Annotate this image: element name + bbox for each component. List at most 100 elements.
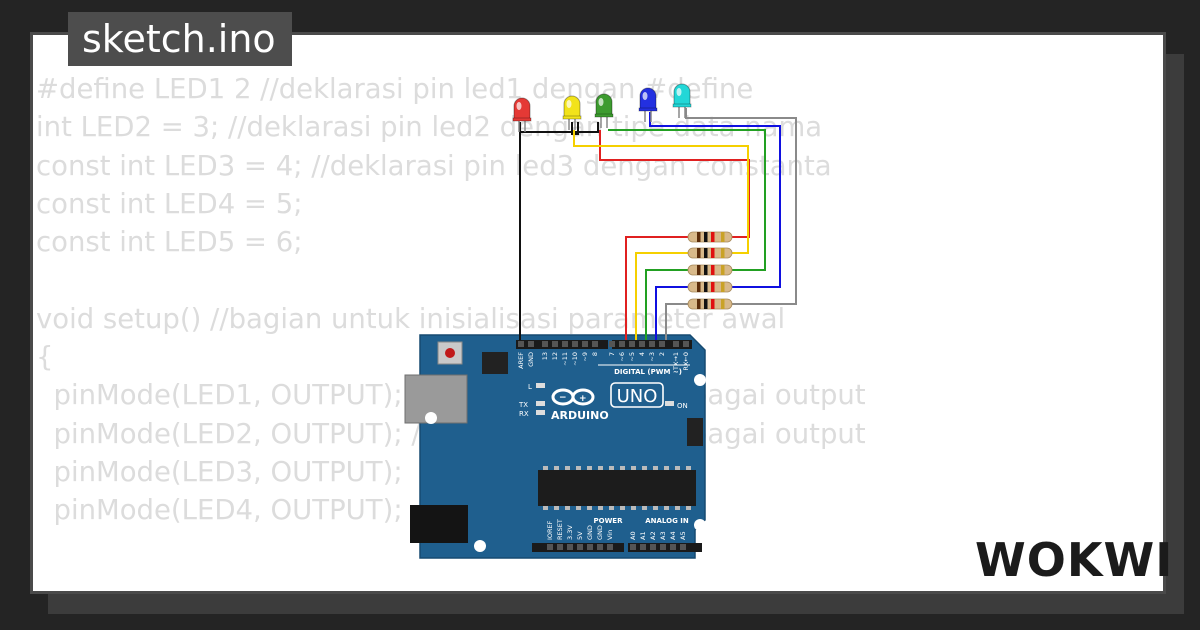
arduino-brand-text: ARDUINO [551,409,609,422]
pin-socket[interactable] [609,341,615,347]
chip-pin [609,506,614,510]
bottom-pin-label: A4 [669,531,677,540]
wire[interactable] [649,112,781,288]
pin-socket[interactable] [639,341,645,347]
tx-led [536,401,545,406]
chip-pin [631,506,636,510]
pin-socket[interactable] [518,341,524,347]
led-label-l: L [528,383,532,391]
resistor[interactable] [687,231,733,243]
led-label-tx: TX [518,401,528,409]
bottom-pin-label: GND [586,525,594,540]
wire[interactable] [635,252,690,340]
top-pin-label: ~6 [618,352,626,362]
power-led [665,401,674,406]
chip-pin [587,466,592,470]
pin-socket[interactable] [592,341,598,347]
pin-socket[interactable] [619,341,625,347]
wires [519,108,797,340]
bottom-pin-label: A2 [649,531,657,540]
chip-pin [653,466,658,470]
file-name-tab[interactable]: sketch.ino [68,12,292,66]
top-pin-label: 7 [608,352,616,356]
bottom-pin-label: A5 [679,531,687,540]
chip-pin [543,466,548,470]
digital-header-label: DIGITAL (PWM ~) [614,368,682,376]
chip-pin [609,466,614,470]
pin-socket[interactable] [649,341,655,347]
analog-header-label: ANALOG IN [645,517,689,525]
pin-socket[interactable] [562,341,568,347]
pin-socket[interactable] [670,544,676,550]
chip-pin [598,506,603,510]
resistor[interactable] [687,298,733,310]
bottom-pin-label: 5V [576,531,584,540]
icsp-header-right [687,418,703,446]
chip-pin [664,466,669,470]
top-pin-label: ~5 [628,352,636,362]
pin-socket[interactable] [552,341,558,347]
pin-socket[interactable] [659,341,665,347]
led-blue[interactable] [638,87,658,122]
pin-socket[interactable] [650,544,656,550]
svg-text:+: + [579,394,587,404]
wire[interactable] [685,108,797,305]
led-cyan[interactable] [672,83,692,118]
pin-socket[interactable] [542,341,548,347]
builtin-led [536,383,545,388]
wire[interactable] [645,269,690,340]
top-pin-label: AREF [517,352,525,369]
pin-socket[interactable] [597,544,603,550]
wire[interactable] [573,130,749,254]
chip-pin [565,506,570,510]
pin-socket[interactable] [640,544,646,550]
resistor[interactable] [687,247,733,259]
pin-socket[interactable] [572,341,578,347]
pin-socket[interactable] [680,544,686,550]
mount-hole [474,540,486,552]
pin-socket[interactable] [528,341,534,347]
pin-socket[interactable] [673,341,679,347]
resistor[interactable] [687,264,733,276]
pin-socket[interactable] [587,544,593,550]
chip-pin [565,466,570,470]
top-pin-label: 8 [591,352,599,356]
wire[interactable] [665,303,690,340]
top-pin-label: TX→1 [672,352,680,371]
wire[interactable] [608,129,766,271]
pin-socket[interactable] [660,544,666,550]
bottom-pin-label: A3 [659,531,667,540]
led-green[interactable] [594,93,614,128]
pin-socket[interactable] [629,341,635,347]
pin-socket[interactable] [577,544,583,550]
bottom-pin-label: IOREF [546,520,554,540]
mount-hole [694,374,706,386]
led-red[interactable] [512,97,532,132]
pin-socket[interactable] [547,544,553,550]
chip-pin [664,506,669,510]
pin-socket[interactable] [607,544,613,550]
resistor-array [687,231,733,310]
chip-pin [642,506,647,510]
wire[interactable] [625,236,690,340]
pin-socket[interactable] [557,544,563,550]
mount-hole [694,519,706,531]
wire[interactable] [519,122,599,133]
power-header-label: POWER [594,517,624,525]
wire[interactable] [655,286,690,340]
pin-socket[interactable] [582,341,588,347]
pin-socket[interactable] [567,544,573,550]
resistor[interactable] [687,281,733,293]
chip-pin [543,506,548,510]
bottom-pin-label: 3.3V [566,525,574,540]
pin-socket[interactable] [630,544,636,550]
rx-led [536,410,545,415]
led-yellow[interactable] [562,95,582,130]
reset-button-cap[interactable] [445,348,455,358]
code-line: const int LED4 = 5; [36,187,303,220]
code-line: pinMode(LED3, OUTPUT); [36,455,403,488]
chip-pin [675,506,680,510]
pin-socket[interactable] [683,341,689,347]
